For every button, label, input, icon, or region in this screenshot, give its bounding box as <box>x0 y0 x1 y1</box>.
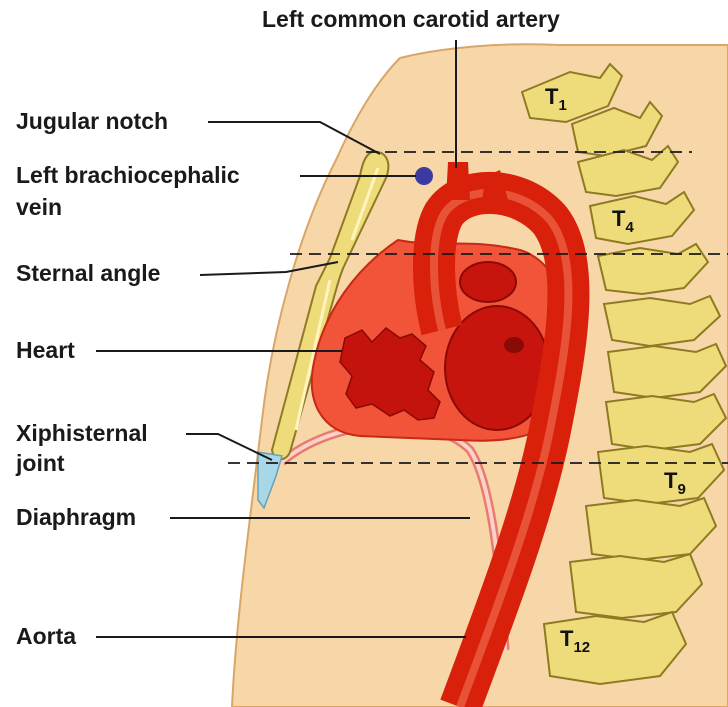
left-common-carotid-artery <box>446 162 470 200</box>
left-brachiocephalic-vein <box>415 167 433 185</box>
label-brachiocephalic-line2: vein <box>16 194 62 221</box>
label-heart: Heart <box>16 337 75 364</box>
label-xiphisternal-line2: joint <box>16 450 65 477</box>
left-atrium <box>460 262 516 302</box>
label-left-common-carotid-artery: Left common carotid artery <box>262 6 560 33</box>
label-xiphisternal-line1: Xiphisternal <box>16 420 148 447</box>
label-diaphragm: Diaphragm <box>16 504 136 531</box>
label-aorta: Aorta <box>16 623 76 650</box>
label-brachiocephalic-line1: Left brachiocephalic <box>16 162 240 189</box>
label-jugular-notch: Jugular notch <box>16 108 168 135</box>
label-sternal-angle: Sternal angle <box>16 260 160 287</box>
